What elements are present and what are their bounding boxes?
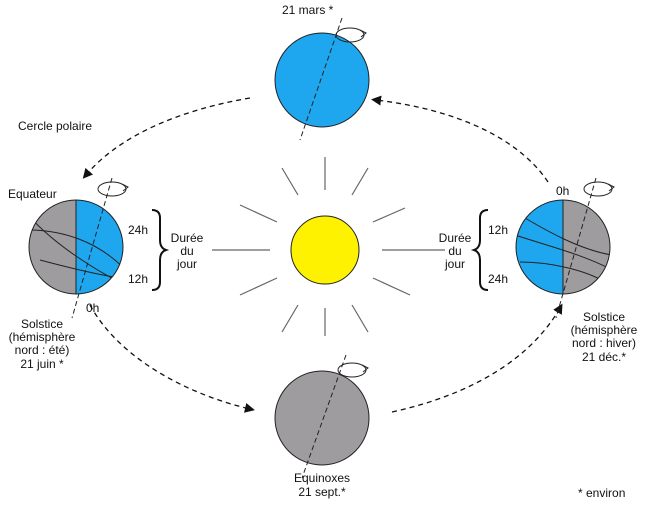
left-duration-line1: Durée xyxy=(170,231,204,245)
earth-september xyxy=(274,354,370,479)
june-solstice-date: 21 juin * xyxy=(20,357,64,371)
orbit-path xyxy=(82,95,563,413)
earth-december xyxy=(515,177,615,319)
december-solstice-date: 21 déc.* xyxy=(581,350,627,364)
right-24h-label: 24h xyxy=(488,272,509,286)
left-0h-label: 0h xyxy=(86,301,100,315)
sun xyxy=(290,215,360,285)
june-solstice-line2: (hémisphère xyxy=(8,330,76,344)
equator-label: Equateur xyxy=(8,187,57,201)
june-solstice-line1: Solstice xyxy=(20,317,64,331)
right-duration-line2: du xyxy=(448,244,462,258)
right-12h-label: 12h xyxy=(488,223,509,237)
left-brace xyxy=(151,209,170,291)
september-date-label: 21 sept.* xyxy=(298,485,346,499)
right-duration-line3: jour xyxy=(444,257,465,271)
earth-march xyxy=(274,17,370,141)
right-duration-line1: Durée xyxy=(438,231,472,245)
december-solstice-line3: nord : hiver) xyxy=(571,336,637,350)
left-24h-label: 24h xyxy=(128,223,149,237)
left-duration-line2: du xyxy=(180,244,194,258)
march-date-label: 21 mars * xyxy=(282,3,334,17)
left-12h-label: 12h xyxy=(128,272,149,286)
sun-rays xyxy=(212,157,445,336)
june-solstice-line3: nord : été) xyxy=(14,343,70,357)
equinox-label: Equinoxes xyxy=(293,471,351,485)
december-solstice-line1: Solstice xyxy=(582,310,626,324)
footnote: * environ xyxy=(578,486,626,500)
left-duration-line3: jour xyxy=(176,257,197,271)
right-0h-label: 0h xyxy=(556,184,570,198)
polar-circle-label: Cercle polaire xyxy=(18,119,93,133)
right-brace xyxy=(470,209,489,291)
december-solstice-line2: (hémisphère xyxy=(570,323,638,337)
